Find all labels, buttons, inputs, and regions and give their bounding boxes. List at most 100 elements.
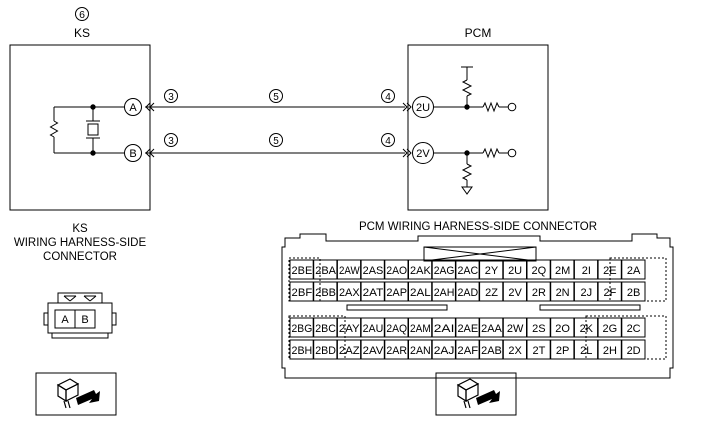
ks-terminal-b: B (129, 148, 136, 160)
pcm-connector-pin-label: 2AC (457, 265, 478, 277)
pcm-internal-circuit-top (434, 66, 517, 113)
pcm-connector-pin-label: 2BD (315, 345, 336, 357)
wire-b (145, 148, 412, 158)
pcm-connector-pin-label: 2AM (410, 323, 431, 335)
pcm-connector-shell (281, 233, 674, 379)
ks-connector-drawing (43, 292, 117, 339)
pcm-terminal-2u: 2U (416, 102, 430, 114)
pcm-connector-pin-label: 2AB (481, 345, 502, 357)
pcm-connector-pin-label: 2M (555, 265, 570, 277)
pcm-connector-pin-label: 2AA (481, 323, 502, 335)
pcm-connector-pin-label: 2BC (315, 323, 336, 335)
ks-connector-pin-b: B (81, 314, 88, 326)
pcm-connector-pin-label: 2A (627, 265, 641, 277)
pcm-connector-pin-label: 2X (508, 345, 522, 357)
pcm-box (407, 44, 549, 211)
pcm-connector-pin-label: 2AZ (339, 345, 360, 357)
wire-ref-label: 5 (273, 92, 279, 103)
pcm-connector-pin-label: 2E (603, 265, 616, 277)
pcm-connector-cell (455, 259, 480, 280)
pcm-connector-pin-label: 2I (582, 265, 591, 277)
pcm-connector-pin-label: 2AS (363, 265, 384, 277)
pcm-terminal-2u-circle (412, 96, 434, 118)
pcm-connector-cell (408, 259, 433, 280)
pcm-probe-icon (456, 378, 500, 409)
pcm-connector-cell (336, 259, 362, 280)
ks-internal-circuit (49, 106, 130, 154)
ks-terminal-b-circle (124, 144, 142, 162)
wire-ref-label: 3 (168, 92, 174, 103)
pcm-connector-cell (384, 259, 409, 280)
pcm-connector-cell (384, 339, 409, 360)
pcm-connector-cell (336, 317, 362, 338)
pcm-connector-pin-label: 2P (556, 345, 569, 357)
pcm-connector-pin-label: 2AY (339, 323, 360, 335)
pcm-connector-pin-label: 2AI (434, 323, 455, 335)
pcm-connector-pin-label: 2N (556, 287, 570, 299)
pcm-connector-pin-label: 2L (580, 345, 592, 357)
pcm-connector-pin-label: 2AW (339, 265, 360, 277)
ks-connector-label-line3: CONNECTOR (43, 251, 117, 263)
pcm-connector-pin-label: 2U (508, 265, 522, 277)
ks-connector-label-line2: WIRING HARNESS-SIDE (14, 237, 147, 249)
wire-ref-circle (269, 89, 283, 103)
pcm-connector-pin-label: 2F (603, 287, 616, 299)
pcm-connector-pin-label: 2AV (363, 345, 384, 357)
wire-ref-circle (381, 133, 395, 147)
pcm-connector-cell (621, 339, 646, 360)
ks-terminal-a: A (129, 102, 137, 114)
pcm-connector-pin-label: 2Q (532, 265, 547, 277)
wire-ref-label: 4 (385, 92, 391, 103)
wire-ref-circle (381, 89, 395, 103)
wire-ref-circle (269, 133, 283, 147)
pcm-connector-cell (408, 339, 433, 360)
pcm-connector-pin-label: 2Y (485, 265, 499, 277)
pcm-connector-key (346, 304, 448, 311)
pcm-connector-pin-label: 2AU (363, 323, 384, 335)
pcm-connector-pin-label: 2B (627, 287, 640, 299)
wire-ref-label: 3 (168, 136, 174, 147)
ks-node-dot (90, 150, 96, 156)
ks-connector-pin-a: A (61, 314, 69, 326)
pcm-connector-pin-label: 2AO (386, 265, 407, 277)
pcm-connector-pin-label: 2AL (410, 287, 431, 299)
pcm-connector-pin-label: 2AX (339, 287, 360, 299)
ks-ref-number: 6 (79, 9, 85, 21)
pcm-connector-pin-label: 2S (532, 323, 545, 335)
pcm-connector-pin-label: 2T (532, 345, 545, 357)
pcm-connector-pin-label: 2AF (457, 345, 478, 357)
ks-node-dot (90, 104, 96, 110)
pcm-connector-pin-label: 2AP (386, 287, 407, 299)
pcm-connector-pin-label: 2BA (315, 265, 336, 277)
ks-title: KS (74, 26, 90, 40)
pcm-connector-pin-label: 2D (627, 345, 641, 357)
pcm-connector-cell (455, 317, 480, 338)
pcm-connector-pin-label: 2J (580, 287, 592, 299)
pcm-connector-cell (455, 281, 480, 302)
pcm-connector-pin-label: 2AG (434, 265, 455, 277)
ks-ref-circle (75, 7, 89, 21)
pcm-probe-icon-box (435, 372, 517, 416)
pcm-connector-pin-label: 2AR (386, 345, 407, 357)
pcm-connector-pin-label: 2H (603, 345, 617, 357)
pcm-connector-cell (455, 339, 480, 360)
pcm-node-dot (464, 150, 470, 156)
ks-probe-icon (56, 378, 100, 409)
pcm-connector-pin-label: 2BF (292, 287, 313, 299)
pcm-connector-pin-label: 2C (627, 323, 641, 335)
ks-box (9, 44, 151, 211)
pcm-connector-pin-label: 2BB (315, 287, 336, 299)
pcm-connector-cell (621, 317, 646, 338)
pcm-connector-pin-label: 2AD (457, 287, 478, 299)
pcm-connector-cell (621, 259, 646, 280)
pcm-connector-pin-label: 2Z (485, 287, 498, 299)
pcm-connector-cell (289, 317, 314, 338)
ks-probe-icon-box (35, 372, 117, 416)
wire-a (145, 102, 412, 112)
pcm-node-dot (464, 104, 470, 110)
pcm-connector-pin-label: 2AN (410, 345, 431, 357)
wire-ref-label: 5 (273, 136, 279, 147)
wire-ref-label: 4 (385, 136, 391, 147)
pcm-connector-cell (408, 281, 433, 302)
